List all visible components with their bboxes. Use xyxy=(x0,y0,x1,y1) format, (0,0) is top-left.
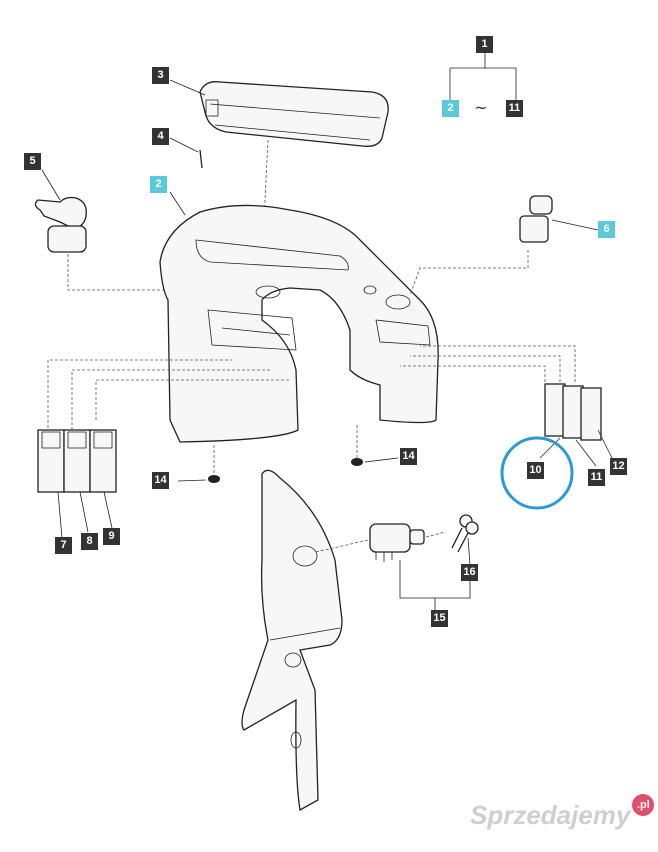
screw-part-4 xyxy=(169,137,203,169)
label-7: 7 xyxy=(55,537,72,554)
label-16: 16 xyxy=(461,564,478,581)
range-bracket xyxy=(449,52,517,100)
label-2-main: 2 xyxy=(150,176,167,193)
label-3: 3 xyxy=(152,67,169,84)
label-2-top: 2 xyxy=(442,100,459,117)
switch-group-parts-10-12 xyxy=(539,383,613,467)
lower-panel xyxy=(241,469,343,812)
nut-part-14-left xyxy=(177,445,220,483)
label-1: 1 xyxy=(476,36,493,53)
label-11-top: 11 xyxy=(506,100,523,117)
watermark: Sprzedajemy.pl xyxy=(470,794,655,831)
label-12: 12 xyxy=(610,458,627,475)
label-5: 5 xyxy=(24,153,41,170)
highlight-circle xyxy=(500,436,574,510)
label-15: 15 xyxy=(431,610,448,627)
label-10: 10 xyxy=(527,462,544,479)
range-symbol: ~ xyxy=(474,98,488,117)
switch-group-parts-7-9 xyxy=(37,429,117,539)
top-cover-part-3 xyxy=(169,79,389,147)
label-9: 9 xyxy=(103,528,120,545)
label-11: 11 xyxy=(588,469,605,486)
lamp-part-6 xyxy=(519,195,599,243)
label-6: 6 xyxy=(598,221,615,238)
keys-part-16 xyxy=(425,514,479,566)
label-14-left: 14 xyxy=(152,472,169,489)
label-4: 4 xyxy=(152,128,169,145)
label-8: 8 xyxy=(81,533,98,550)
watermark-tld: .pl xyxy=(632,794,655,816)
console-body-part-2 xyxy=(159,191,439,443)
label-14-right: 14 xyxy=(400,448,417,465)
ignition-switch-part-15 xyxy=(315,523,471,612)
nut-part-14-right xyxy=(351,425,399,466)
knob-part-5 xyxy=(34,169,245,291)
watermark-text: Sprzedajemy xyxy=(470,800,631,830)
